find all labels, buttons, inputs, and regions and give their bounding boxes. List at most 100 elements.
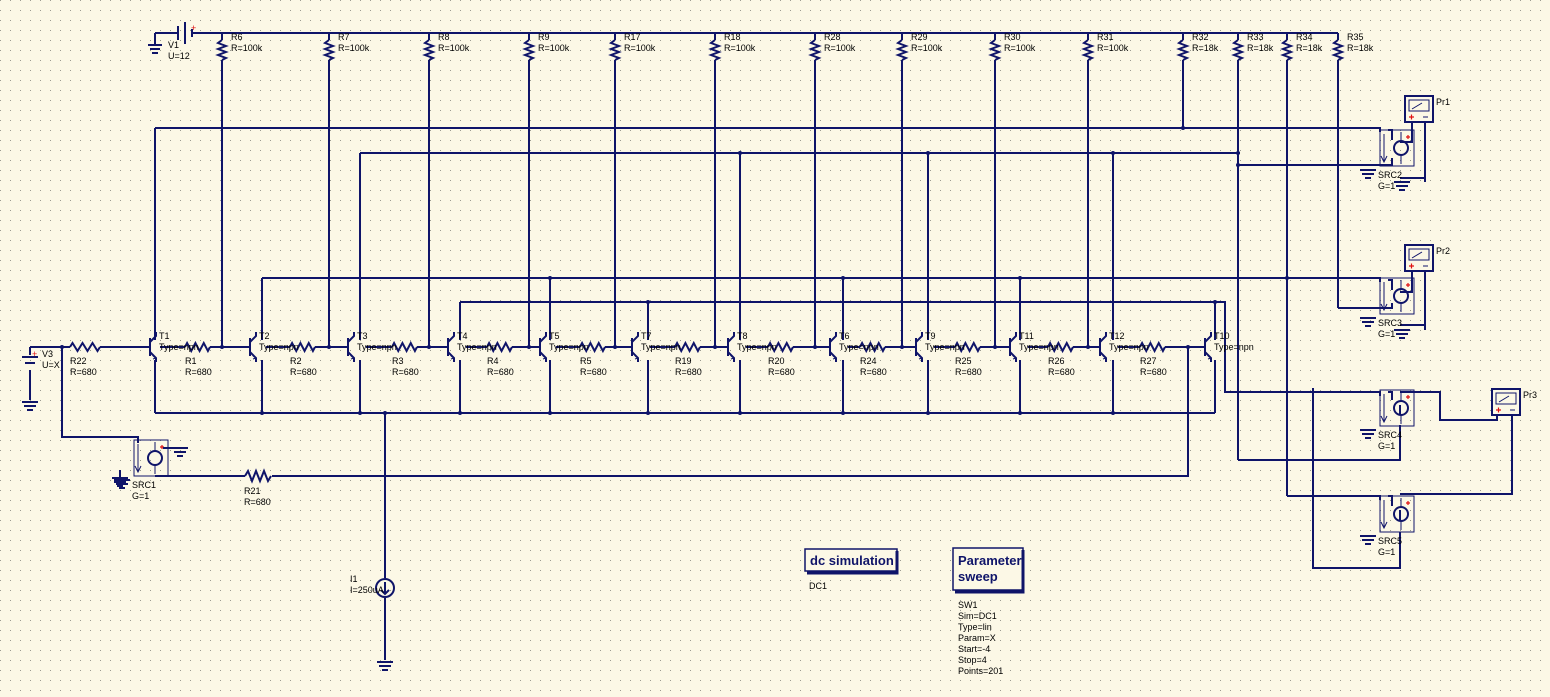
transistor-name: T10 [1214,331,1230,341]
resistor-name: R30 [1004,32,1021,42]
resistor-value: R=100k [824,43,856,53]
resistor-name: R33 [1247,32,1264,42]
source-name: SRC5 [1378,536,1402,546]
resistor-name: R4 [487,356,499,366]
resistor-value: R=680 [1140,367,1167,377]
resistor-value: R=680 [675,367,702,377]
resistor-top[interactable]: R7R=100k [322,32,370,61]
source-name: SRC1 [132,480,156,490]
resistor-value: R=680 [580,367,607,377]
resistor-name: R6 [231,32,243,42]
top-resistors: R6R=100kR7R=100kR8R=100kR9R=100kR17R=100… [215,32,1374,61]
resistor-value: R=100k [911,43,943,53]
resistor-r21[interactable]: R21 R=680 [244,468,272,507]
v1-name: V1 [168,40,179,50]
resistor-ladder[interactable]: R3R=680 [391,340,419,377]
resistor-name: R19 [675,356,692,366]
v3-name: V3 [42,349,53,359]
resistor-value: R=680 [290,367,317,377]
resistor-name: R7 [338,32,350,42]
resistor-ladder[interactable]: R5R=680 [579,340,607,377]
transistor-type: Type=npn [457,342,497,352]
transistor-type: Type=npn [259,342,299,352]
r21-name: R21 [244,486,261,496]
resistor-value: R=100k [1097,43,1129,53]
sweep-prop: Param=X [958,633,996,643]
source-name: SRC4 [1378,430,1402,440]
resistor-name: R35 [1347,32,1364,42]
resistor-value: R=100k [1004,43,1036,53]
voltage-probe[interactable]: Pr3 [1491,388,1537,416]
resistor-name: R27 [1140,356,1157,366]
transistor-name: T8 [737,331,748,341]
resistor-name: R17 [624,32,641,42]
transistor-name: T9 [925,331,936,341]
resistor-ladder[interactable]: R1R=680 [184,340,212,377]
input-source-v3[interactable]: + V3 U=X [22,346,60,411]
resistor-ladder[interactable]: R2R=680 [289,340,317,377]
sweep-prop: Type=lin [958,622,992,632]
transistor-type: Type=npn [357,342,397,352]
transistor-name: T5 [549,331,560,341]
resistor-value: R=680 [185,367,212,377]
resistor-top[interactable]: R6R=100k [215,32,263,61]
transistor-type: Type=npn [1214,342,1254,352]
junction-dots [60,126,1289,415]
resistor-name: R28 [824,32,841,42]
resistor-top[interactable]: R9R=100k [522,32,570,61]
dc-sim-name: DC1 [809,581,827,591]
resistor-top[interactable]: R8R=100k [422,32,470,61]
resistor-value: R=680 [392,367,419,377]
current-source-i1[interactable]: I1 I=250uA [350,574,395,671]
supply-v1[interactable]: + V1 U=12 [148,22,196,61]
voltage-probe[interactable]: Pr2 [1404,244,1450,272]
resistor-value: R=680 [955,367,982,377]
resistor-ladder[interactable]: R4R=680 [486,340,514,377]
ladder-resistors: R22R=680R1R=680R2R=680R3R=680R4R=680R5R=… [69,340,1167,377]
transistor-type: Type=npn [925,342,965,352]
dc-simulation-block[interactable]: dc simulation DC1 [804,548,899,591]
r21-value: R=680 [244,497,271,507]
resistor-name: R5 [580,356,592,366]
transistor-type: Type=npn [1109,342,1149,352]
parameter-sweep-block[interactable]: Parameter sweep SW1 Sim=DC1 Type=lin Par… [952,547,1025,676]
voltage-probe[interactable]: Pr1 [1404,95,1450,123]
resistor-name: R24 [860,356,877,366]
source-gain: G=1 [1378,441,1395,451]
